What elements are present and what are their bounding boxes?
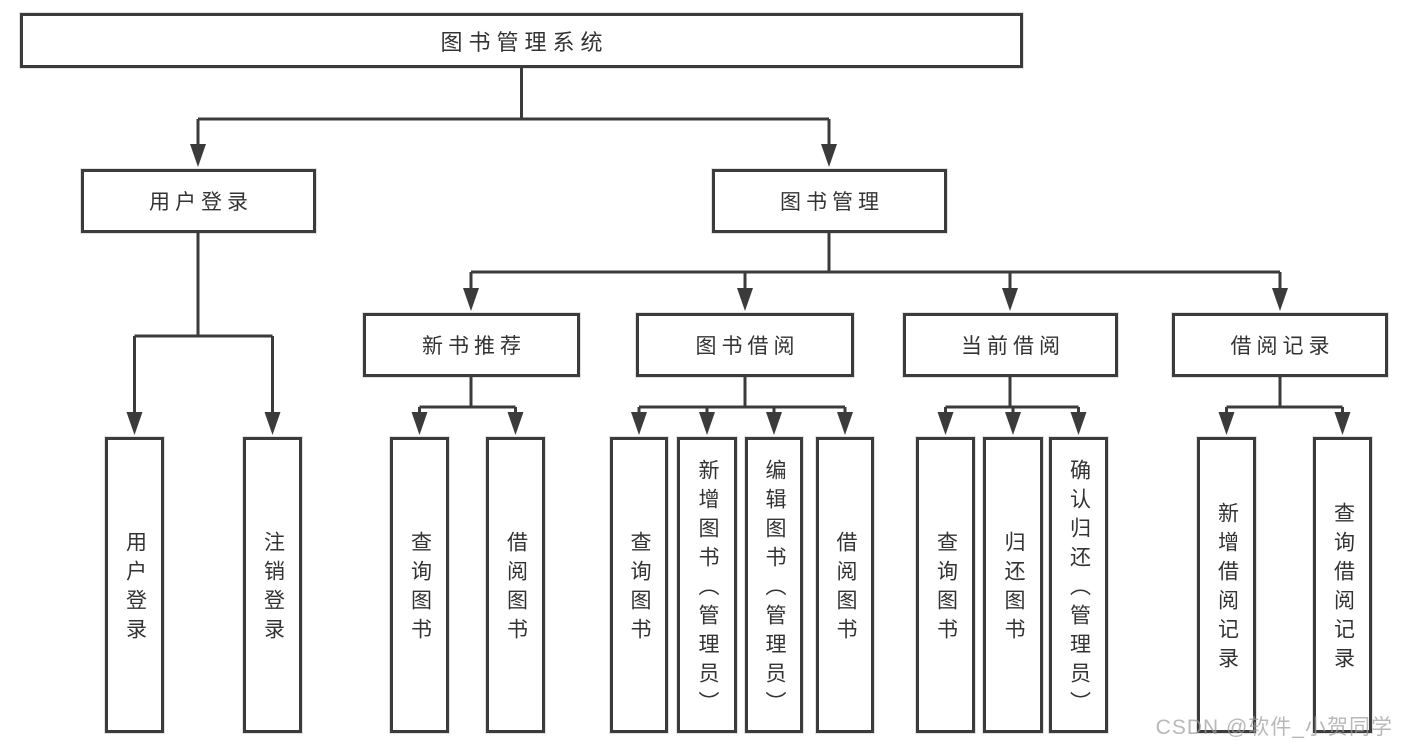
leaf-newbook-borrow-books: 借阅图书 [486,437,545,733]
leaf-newbook-borrow-books-label: 借阅图书 [504,531,528,647]
leaf-add-borrow-record: 新增借阅记录 [1197,437,1256,733]
node-book-borrow: 图书借阅 [636,313,854,377]
leaf-newbook-query-books: 查询图书 [390,437,449,733]
node-borrow-records-label: 借阅记录 [1230,335,1335,358]
arrowhead [1272,288,1288,311]
node-book-management-branch: 图书管理 [712,169,947,233]
arrowhead [737,288,753,311]
arrowhead [411,412,428,435]
leaf-query-borrow-record: 查询借阅记录 [1313,437,1372,733]
leaf-borrow-books-label: 借阅图书 [834,531,857,647]
leaf-confirm-return-admin-label: 确认归还（管理员） [1067,458,1091,720]
connector-book-borrow [637,377,847,418]
arrowhead [837,412,853,435]
arrowhead [463,288,479,311]
node-root-system-label: 图书管理系统 [440,29,609,55]
leaf-current-query-books-label: 查询图书 [934,531,958,647]
leaf-add-borrow-record-label: 新增借阅记录 [1215,502,1239,676]
node-book-borrow-label: 图书借阅 [695,335,800,358]
arrowhead [699,412,715,435]
leaf-logout-label: 注销登录 [261,531,285,647]
arrowhead [766,412,782,435]
node-user-login-branch: 用户登录 [81,169,316,233]
arrowhead [937,412,954,435]
leaf-add-books-admin: 新增图书（管理员） [677,437,737,733]
connector-borrow-records [1225,377,1344,418]
connector-new-book [418,377,517,418]
node-new-book-recommend-label: 新书推荐 [422,335,526,358]
leaf-borrow-books: 借阅图书 [816,437,874,733]
connector-book-management [469,233,1282,294]
arrowhead [821,144,837,167]
leaf-confirm-return-admin: 确认归还（管理员） [1049,437,1108,733]
arrowheads [126,144,1351,435]
node-root-system: 图书管理系统 [20,13,1023,68]
leaf-edit-books-admin: 编辑图书（管理员） [745,437,803,733]
connector-root [196,68,831,150]
node-user-login-branch-label: 用户登录 [149,191,253,214]
arrowhead [1005,412,1021,435]
node-current-borrow-label: 当前借阅 [961,335,1065,358]
leaf-return-books-label: 归还图书 [1002,531,1025,647]
arrowhead [264,412,281,435]
arrowhead [507,412,524,435]
node-new-book-recommend: 新书推荐 [363,313,580,377]
connector-current-borrow [944,377,1080,418]
leaf-borrow-query-books: 查询图书 [610,437,668,733]
connector-user-login [133,233,274,418]
leaf-user-login: 用户登录 [105,437,164,733]
arrowhead [190,144,206,167]
node-current-borrow: 当前借阅 [903,313,1118,377]
arrowhead [1070,412,1087,435]
leaf-return-books: 归还图书 [983,437,1043,733]
leaf-add-books-admin-label: 新增图书（管理员） [696,458,719,720]
node-book-management-branch-label: 图书管理 [780,191,884,214]
arrowhead [1002,288,1018,311]
arrowhead [631,412,647,435]
leaf-newbook-query-books-label: 查询图书 [408,531,432,647]
leaf-query-borrow-record-label: 查询借阅记录 [1331,502,1355,676]
node-borrow-records: 借阅记录 [1172,313,1388,377]
arrowhead [1218,412,1235,435]
connector-paths [133,68,1344,418]
leaf-logout: 注销登录 [243,437,302,733]
leaf-current-query-books: 查询图书 [916,437,975,733]
arrowhead [1334,412,1351,435]
leaf-borrow-query-books-label: 查询图书 [628,531,651,647]
leaf-user-login-label: 用户登录 [123,531,147,647]
arrowhead [126,412,143,435]
leaf-edit-books-admin-label: 编辑图书（管理员） [763,458,786,720]
